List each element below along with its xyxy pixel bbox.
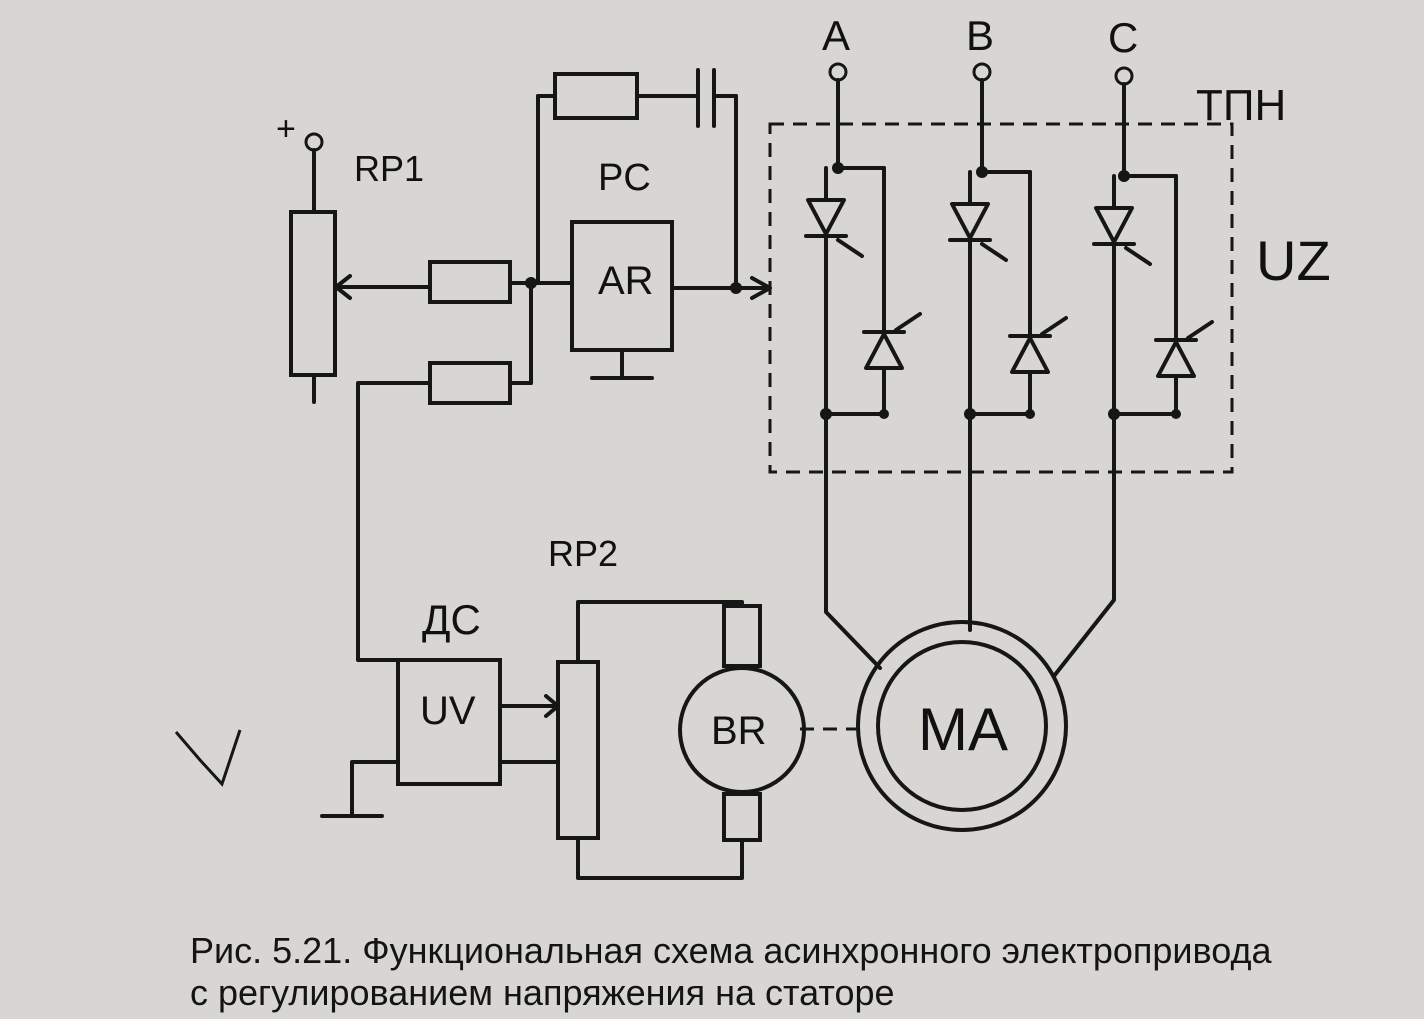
phase-a-label: A bbox=[822, 12, 850, 59]
rp2-resistor bbox=[556, 660, 600, 840]
phase-b-label: B bbox=[966, 12, 994, 59]
thyristor-icon bbox=[864, 332, 904, 370]
rp1-label: RP1 bbox=[354, 148, 424, 189]
ma-label: MA bbox=[918, 696, 1008, 763]
phase-b-terminal bbox=[972, 62, 992, 82]
caption-line-1: Рис. 5.21. Функциональная схема асинхрон… bbox=[190, 930, 1272, 971]
br-brush-bottom bbox=[722, 792, 762, 842]
br-label: BR bbox=[711, 709, 767, 753]
uv-label: UV bbox=[420, 689, 476, 733]
thyristor-icon bbox=[950, 202, 990, 240]
phase-c-terminal bbox=[1114, 66, 1134, 86]
ds-label: ДС bbox=[422, 596, 481, 643]
phase-a-terminal bbox=[828, 62, 848, 82]
pc-resistor bbox=[553, 72, 639, 120]
rp1-resistor bbox=[289, 210, 337, 377]
tpn-label: ТПН bbox=[1196, 81, 1286, 130]
input-resistor-setpoint bbox=[428, 260, 512, 304]
thyristor-icon bbox=[1094, 206, 1134, 244]
caption-line-2: с регулированием напряжения на статоре bbox=[190, 972, 895, 1013]
wiper-arrow-icon bbox=[334, 274, 352, 300]
input-resistor-feedback bbox=[428, 361, 512, 405]
uz-label: UZ bbox=[1256, 229, 1331, 292]
plus-terminal bbox=[304, 132, 324, 152]
motor-ma-inner bbox=[876, 640, 1048, 812]
tachogenerator-br bbox=[678, 666, 806, 794]
thyristor-icon bbox=[1156, 340, 1196, 378]
thyristor-pair-b bbox=[948, 78, 1068, 420]
motor-ma-outer bbox=[856, 620, 1068, 832]
rp2-wiper-arrow-icon bbox=[544, 694, 560, 718]
thyristor-pair-a bbox=[804, 78, 922, 420]
plus-label: + bbox=[276, 110, 296, 148]
thyristor-pair-c bbox=[1092, 82, 1214, 420]
pc-label: PC bbox=[598, 157, 651, 199]
thyristor-icon bbox=[1010, 336, 1050, 374]
thyristor-icon bbox=[806, 198, 846, 236]
figure-caption: Рис. 5.21. Функциональная схема асинхрон… bbox=[190, 930, 1272, 1014]
br-brush-top bbox=[722, 604, 762, 668]
tpn-converter-boundary bbox=[768, 122, 1234, 474]
phase-c-label: C bbox=[1108, 14, 1138, 61]
uv-block bbox=[396, 658, 502, 786]
ar-label: AR bbox=[598, 259, 654, 303]
rp2-label: RP2 bbox=[548, 533, 618, 574]
